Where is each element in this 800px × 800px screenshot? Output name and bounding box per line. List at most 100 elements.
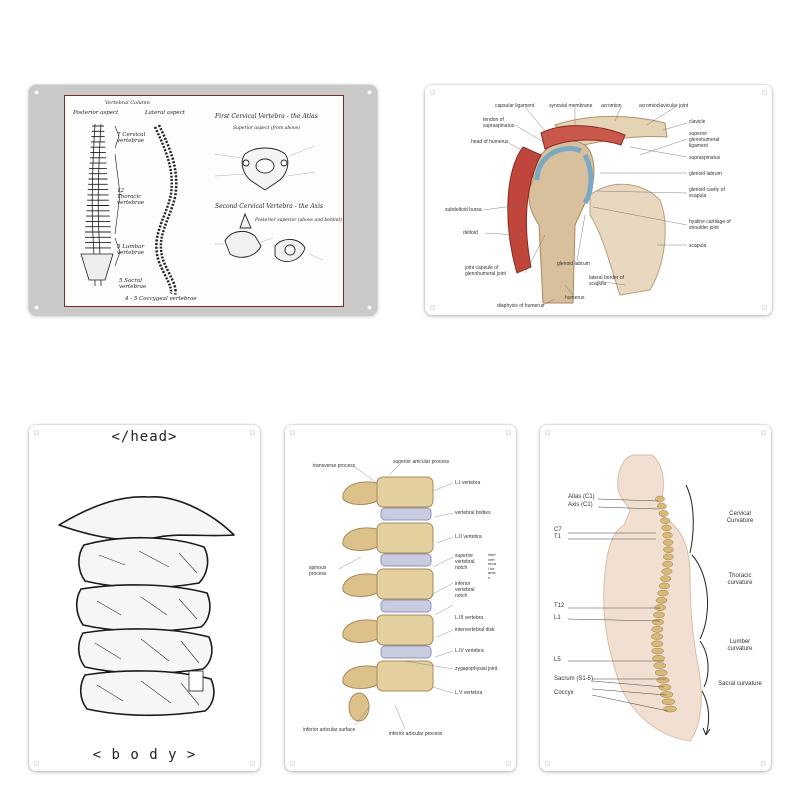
shoulder-joint-illustration [482,106,688,306]
spine-level-label: C7 [554,527,562,533]
shoulder-label: acromion [601,103,622,109]
lumbar-label: L.V vertebra [455,690,483,696]
spine-vertebra [653,611,665,619]
mounting-hole [761,430,766,435]
shoulder-label: acromioclavicular joint [639,103,689,109]
mounting-hole [430,305,435,310]
shoulder-label: hyaline cartilage of shoulder joint [689,219,731,231]
spine-level-label: T12 [554,603,565,609]
shoulder-label: diaphysis of humerus [497,303,545,309]
mounting-hole [250,761,255,766]
lumbar-label: zygapophysial joint [455,666,498,672]
shoulder-label: capsular ligament [495,103,535,109]
spine-curvature-illustration [567,454,711,742]
spine-level-label: T1 [554,534,562,540]
lumbar-vertebrae-sign: transverse process superior articular pr… [285,425,516,771]
lumbar-label: L.I vertebra [455,480,481,486]
vertebral-body [376,614,434,646]
shoulder-label: synovial membrane [549,103,593,109]
spine-level-label: L1 [554,615,561,621]
shoulder-label: superior glenohumeral ligament [689,131,720,149]
intervertebral-disk [380,645,432,659]
thoracic-label: 12 Thoracic vertebrae [117,188,145,206]
lumbar-label: intervertebral disk [455,627,495,633]
spine-vertebra [653,662,667,669]
lumbar-label: inferior vertebral notch [455,581,475,599]
mounting-hole [290,761,295,766]
spine-vertebra [661,698,676,706]
lumbar-label: 5 Lumbar vertebrae [117,244,145,256]
shoulder-label: clavicle [689,119,706,125]
spine-vertebra [654,604,666,611]
spine-vertebra [657,589,669,597]
spine-vertebra [658,582,671,590]
axis-view: Posterior superior (above and behind) [255,218,342,223]
vertebral-column-sign: Vertebral Column Posterior aspect Latera… [29,85,377,315]
lumbar-label: vertebral bodies [455,510,491,516]
vertebral-body [376,660,434,692]
lumbar-label: L.II vertebra [455,534,482,540]
spine-vertebra [660,517,671,524]
mounting-hole [506,430,511,435]
shoulder-label: glenoid labrum [557,261,590,267]
axis-title: Second Cervical Vertebra - the Axis [215,203,324,210]
head-tag: </head> [111,429,178,445]
vertebral-title: Vertebral Column [105,100,150,106]
spine-vertebra [650,633,664,640]
curvature-label: Lumber curvature [727,639,753,652]
spine-vertebra [662,531,673,539]
intervertebral-disk [380,553,432,567]
spine-level-label: Axis (C1) [568,502,593,508]
inferior-articular-process [348,692,370,722]
spine-vertebra [662,560,674,568]
spine-vertebra [651,647,664,655]
curvature-label: Sacral curvature [718,681,762,687]
intervertebral-disk [380,599,432,613]
shoulder-label: deltoid [463,230,478,236]
spine-vertebra [663,546,674,553]
lumbar-label: L.III vertebra [455,615,484,621]
spine-vertebra [651,640,664,648]
mounting-hole [34,430,39,435]
shoulder-label: scapula [689,243,707,249]
spine-vertebra [658,684,672,691]
sacral-label: 5 Sacral vertebrae [119,278,147,290]
lumbar-label: L.IV vertebra [455,648,484,654]
spinous-process [342,665,378,689]
shoulder-joint-sign: capsular ligament synovial membrane acro… [425,85,772,315]
mounting-hole [430,90,435,95]
spine-vertebra [660,575,672,582]
lumbar-vertebrae-illustration [338,462,454,730]
shoulder-label: supraspinatus [689,155,721,161]
lumbar-label: inferior articular process [389,731,443,737]
shoulder-label: subdeltoid bursa [445,207,482,213]
mounting-hole [545,430,550,435]
mounting-hole [290,430,295,435]
atlas-view: Superior aspect (from above) [233,126,300,131]
spine-vertebra [662,553,674,561]
cervical-sketch-sign: </head> < b o d y > [29,425,260,771]
lumbar-label: superior articular process [393,459,450,465]
spine-vertebra [655,597,668,604]
mounting-hole [545,761,550,766]
mounting-hole [762,90,767,95]
spine-vertebra [652,655,665,662]
lumbar-label: intervertebral foramen [488,552,497,580]
spinous-process [342,573,378,597]
mounting-hole [367,90,372,95]
vertebral-body [376,476,434,508]
spinous-process [342,481,378,505]
atlas-title: First Cervical Vertebra - the Atlas [215,113,318,120]
spinous-process [342,619,378,643]
mounting-hole [250,430,255,435]
spine-level-label: Atlas (C1) [568,494,595,500]
mounting-hole [762,305,767,310]
spinous-process [342,527,378,551]
posterior-label: Posterior aspect [73,110,119,116]
spine-vertebra [657,502,667,510]
spine-vertebra [661,524,672,532]
mounting-hole [34,761,39,766]
lumbar-label: inferior articular surface [303,727,356,733]
shoulder-label: tendon of supraspinatus [483,117,515,129]
body-tag: < b o d y > [92,747,197,763]
